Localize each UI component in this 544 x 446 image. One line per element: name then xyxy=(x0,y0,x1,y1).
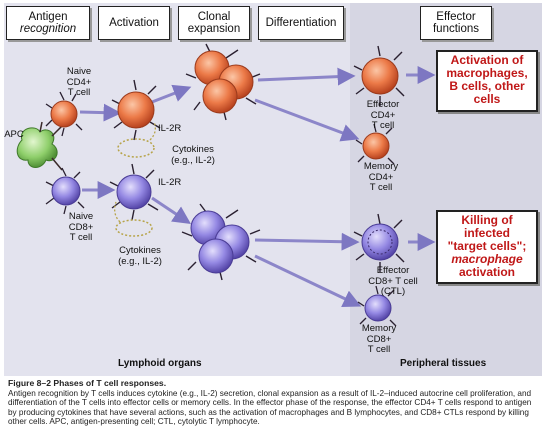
il2r-bottom-text: IL-2R xyxy=(158,177,182,188)
killing-box-line2: infected xyxy=(463,226,510,240)
cytokines-bottom-label: Cytokines (e.g., IL-2) xyxy=(108,245,172,267)
naive-cd8-label: Naive CD8+ T cell xyxy=(56,211,106,244)
arrow-cd4-effector xyxy=(257,67,356,86)
flow-arrows xyxy=(79,66,436,307)
effector-cd4-line2: CD4+ xyxy=(370,109,396,121)
memory-cd8-label: Memory CD8+ T cell xyxy=(356,323,402,356)
activation-box-line4: cells xyxy=(473,92,501,106)
activation-box-line2: macrophages, xyxy=(446,66,528,80)
naive-cd4-line1: Naive xyxy=(66,66,92,77)
naive-cd4-label: Naive CD4+ T cell xyxy=(54,66,104,99)
arrow-cd4-activation xyxy=(79,103,122,122)
memory-cd4-label: Memory CD4+ T cell xyxy=(358,161,404,194)
naive-cd8-line1: Naive xyxy=(68,211,94,222)
memory-cd4-line3: T cell xyxy=(369,182,393,193)
il2r-top-label: IL-2R xyxy=(158,123,198,135)
header-effector-line1: Effector xyxy=(436,11,476,23)
naive-cd8-cell xyxy=(45,167,85,215)
effector-cd8-label: Effector CD8+ T cell (CTL) xyxy=(358,265,428,298)
killing-box-line5: activation xyxy=(458,265,515,279)
effector-cd4-cell xyxy=(353,45,405,106)
killing-box-line1: Killing of xyxy=(461,213,513,227)
effector-cd8-line1: Effector xyxy=(376,265,410,276)
peripheral-tissues-label: Peripheral tissues xyxy=(400,358,486,369)
activation-function-box: Activation of macrophages, B cells, othe… xyxy=(436,50,538,112)
cytokines-bottom-line1: Cytokines xyxy=(119,245,161,256)
activated-cd4-cell xyxy=(111,79,161,141)
activation-box-line1: Activation of xyxy=(450,53,524,67)
effector-cd4-line1: Effector xyxy=(366,99,400,110)
apc-label: APC xyxy=(2,129,26,141)
activated-cd8-cell xyxy=(109,163,159,221)
caption-title: Figure 8–2 Phases of T cell responses. xyxy=(8,378,167,388)
cytokines-top xyxy=(117,121,156,158)
arrow-cd4-memory xyxy=(254,98,360,142)
memory-cd8-cell xyxy=(357,285,397,327)
header-antigen-line2: recognition xyxy=(19,23,77,35)
killing-box-line4: macrophage xyxy=(451,252,523,266)
memory-cd8-line2: CD8+ xyxy=(366,333,392,345)
caption-body: Antigen recognition by T cells induces c… xyxy=(8,388,532,427)
clonal-cd8-cluster xyxy=(181,203,261,281)
cytokines-bottom-line2: (e.g., IL-2) xyxy=(118,255,162,267)
effector-cd8-line3: (CTL) xyxy=(380,286,406,297)
cytokines-top-line2: (e.g., IL-2) xyxy=(171,154,215,166)
effector-cd8-line2: CD8+ T cell xyxy=(368,275,418,287)
header-differentiation-label: Differentiation xyxy=(265,17,337,29)
apc-label-text: APC xyxy=(4,129,24,140)
cytokines-top-label: Cytokines (e.g., IL-2) xyxy=(158,144,228,166)
killing-box-line3: "target cells"; xyxy=(447,239,527,253)
il2r-top-text: IL-2R xyxy=(158,123,182,134)
header-clonal-line2: expansion xyxy=(187,23,241,35)
header-clonal-line1: Clonal xyxy=(197,11,231,23)
memory-cd4-line2: CD4+ xyxy=(368,171,394,183)
naive-cd8-line3: T cell xyxy=(69,232,93,243)
arrow-cd8-memory xyxy=(254,254,362,307)
arrow-cd4-expansion xyxy=(151,84,192,104)
apc-cell xyxy=(16,121,63,171)
killing-function-box: Killing of infected "target cells"; macr… xyxy=(436,210,538,284)
memory-cd4-line1: Memory xyxy=(363,161,399,172)
effector-cd4-label: Effector CD4+ T cell xyxy=(360,99,406,132)
effector-cd8-cell xyxy=(353,213,405,272)
arrow-cd8-expansion xyxy=(151,196,191,224)
cytokines-top-line1: Cytokines xyxy=(172,144,214,155)
activation-box-line3: B cells, other xyxy=(449,79,525,93)
clonal-cd4-cluster xyxy=(185,43,261,121)
header-activation-label: Activation xyxy=(109,17,159,29)
lymphoid-organs-label: Lymphoid organs xyxy=(118,358,202,369)
memory-cd8-line3: T cell xyxy=(367,344,391,355)
il2r-bottom-label: IL-2R xyxy=(158,177,198,189)
effector-cd4-line3: T cell xyxy=(371,120,395,131)
naive-cd4-cell xyxy=(45,91,83,137)
header-differentiation: Differentiation xyxy=(258,6,344,40)
naive-cd4-line3: T cell xyxy=(67,87,91,98)
header-antigen-line1: Antigen xyxy=(28,11,68,23)
header-activation: Activation xyxy=(98,6,170,40)
cytokines-bottom xyxy=(114,201,153,237)
arrow-cd8-effector xyxy=(254,232,360,251)
header-effector-line2: functions xyxy=(432,23,480,35)
naive-cd4-line2: CD4+ xyxy=(66,76,92,88)
lymphoid-organs-text: Lymphoid organs xyxy=(118,358,202,369)
naive-cd8-line2: CD8+ xyxy=(68,221,94,233)
peripheral-tissues-text: Peripheral tissues xyxy=(400,358,487,369)
memory-cd8-line1: Memory xyxy=(361,323,397,334)
figure-caption: Figure 8–2 Phases of T cell responses. A… xyxy=(8,378,538,427)
memory-cd4-cell xyxy=(355,123,395,165)
